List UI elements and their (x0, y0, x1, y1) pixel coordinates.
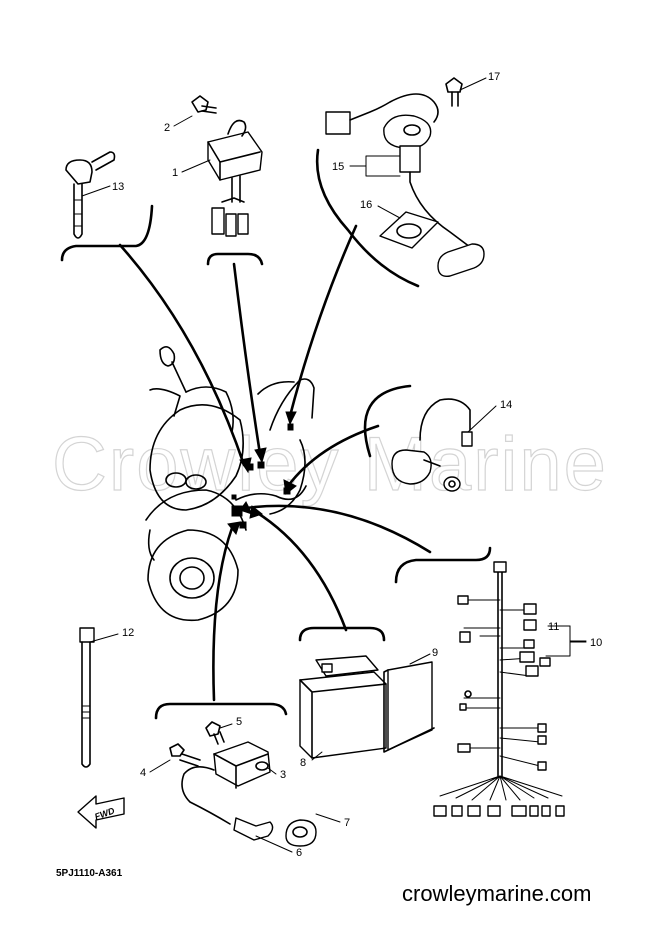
bolt-2 (191, 95, 217, 114)
callout-leaders (81, 77, 587, 853)
bolt-5 (205, 721, 225, 745)
ignition-coil-3 (213, 741, 271, 789)
callout-1: 1 (172, 167, 178, 179)
callout-numbers: 1 2 3 4 5 6 7 8 9 10 11 12 13 14 15 16 1… (112, 71, 602, 859)
bolt-4 (169, 743, 201, 767)
callout-13: 13 (112, 181, 124, 193)
callout-9: 9 (432, 647, 438, 659)
leader-lines (118, 224, 432, 702)
site-url: crowleymarine.com (402, 881, 592, 906)
scooter-outline (145, 346, 315, 622)
wire-harness-10 (433, 561, 587, 817)
watermark: Crowley Marine (52, 422, 608, 507)
callout-15: 15 (332, 161, 344, 173)
battery-cover-9 (383, 661, 435, 753)
callout-10: 10 (590, 637, 602, 649)
callout-4: 4 (140, 767, 146, 779)
cable-band-12 (79, 627, 95, 768)
battery-8 (299, 655, 387, 759)
group-brackets (60, 148, 492, 720)
callout-3: 3 (280, 769, 286, 781)
callout-16: 16 (360, 199, 372, 211)
fuel-sender-15 (325, 93, 485, 277)
spark-plug-cap-13 (65, 151, 116, 239)
callout-17: 17 (488, 71, 500, 83)
part-code: 5PJ1110-A361 (56, 868, 123, 879)
high-tension-lead-6 (181, 766, 274, 841)
callout-11: 11 (548, 621, 559, 633)
callout-2: 2 (164, 122, 170, 134)
callout-14: 14 (500, 399, 512, 411)
callout-5: 5 (236, 716, 242, 728)
gasket-16 (379, 211, 439, 249)
callout-7: 7 (344, 817, 350, 829)
cap-7 (285, 819, 317, 847)
fwd-arrow-icon: FWD (77, 795, 125, 829)
screw-17 (445, 77, 463, 107)
callout-6: 6 (296, 847, 302, 859)
cdi-unit-1 (207, 119, 263, 237)
callout-12: 12 (122, 627, 134, 639)
callout-8: 8 (300, 757, 306, 769)
sensor-14 (391, 398, 473, 492)
